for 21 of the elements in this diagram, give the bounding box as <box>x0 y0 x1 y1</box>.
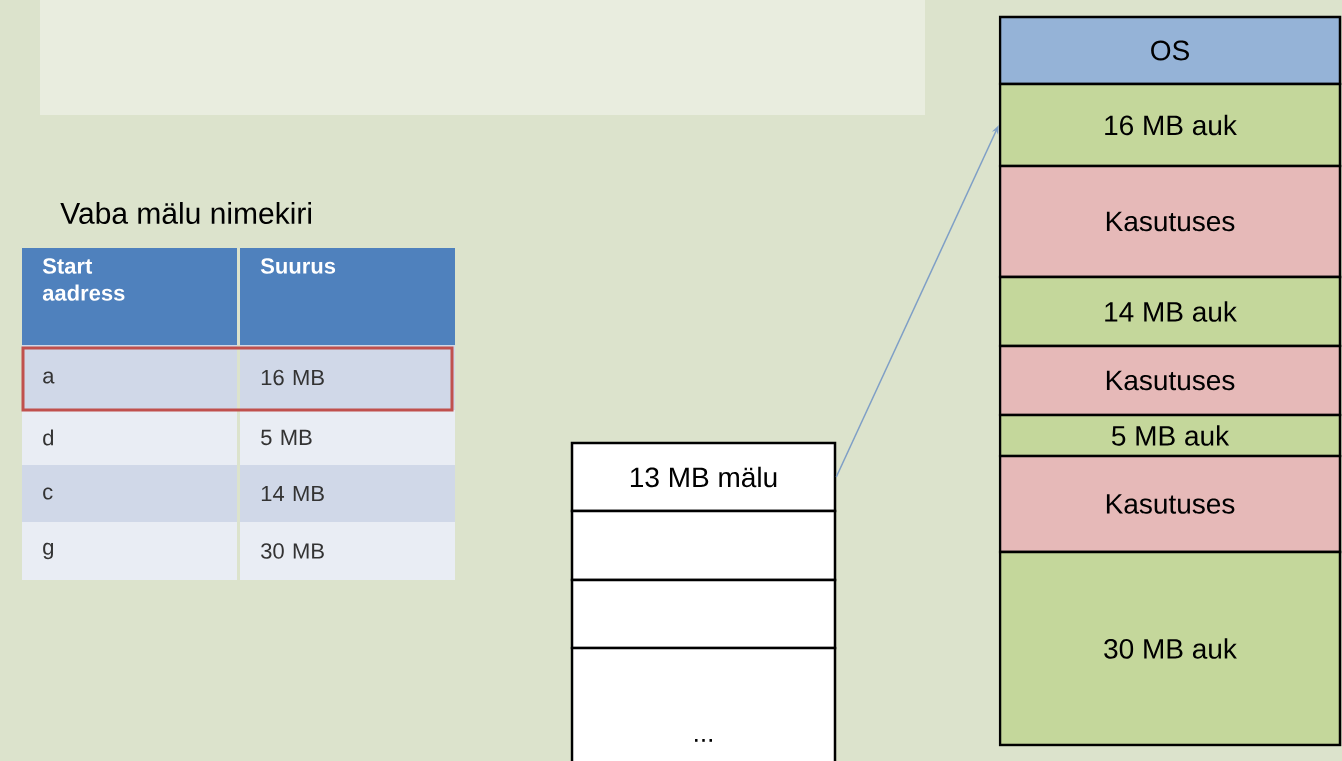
table-cell: c <box>22 465 237 522</box>
table-cell: 14 MB <box>240 465 455 522</box>
memory-block <box>570 578 837 650</box>
memory-segment: Kasutuses <box>998 344 1342 417</box>
memory-segment: Kasutuses <box>998 454 1342 554</box>
memory-block: ... <box>570 646 837 761</box>
table-cell: Suurus <box>240 248 455 345</box>
memory-block: 13 MB mälu <box>570 441 837 513</box>
memory-segment: 30 MB auk <box>998 550 1342 747</box>
table-title: Vaba mälu nimekiri <box>60 202 311 224</box>
table-cell: 30 MB <box>240 522 455 580</box>
memory-block <box>570 509 837 582</box>
table-cell: g <box>22 522 237 580</box>
table-cell: d <box>22 410 237 465</box>
table-cell: 5 MB <box>240 410 455 465</box>
memory-segment: 5 MB auk <box>998 413 1342 458</box>
table-cell: Start aadress <box>22 248 237 345</box>
memory-segment: Kasutuses <box>998 164 1342 279</box>
memory-segment: 16 MB auk <box>998 82 1342 168</box>
memory-segment: OS <box>998 15 1342 86</box>
memory-segment: 14 MB auk <box>998 275 1342 348</box>
